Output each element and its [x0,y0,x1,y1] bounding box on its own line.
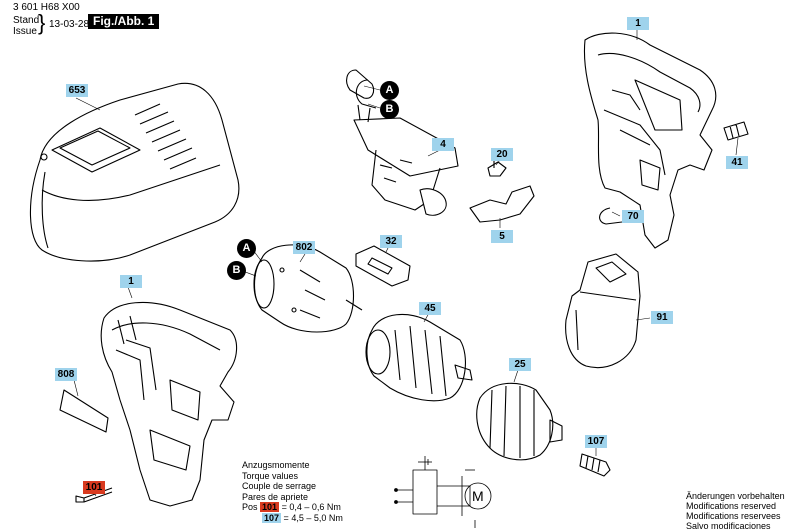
torque-eq: = [283,512,289,523]
issue-label: Issue [13,26,37,37]
callout-808: 808 [55,368,77,381]
motor-drawing [253,244,363,333]
label-808-drawing [59,389,109,433]
callout-70: 70 [622,210,644,223]
spring-70-drawing [599,207,623,225]
torque-row-107: 107 = 4,5 – 5,0 Nm [242,512,343,524]
callout-25: 25 [509,358,531,371]
torque-eq: = [281,502,287,512]
callout-5: 5 [491,230,513,243]
footer-line-fr: Modifications reservees [686,511,781,521]
callout-1-left: 1 [120,275,142,288]
torque-line-de: Anzugsmomente [242,460,310,470]
latch-20-drawing [487,160,507,177]
battery-drawing [565,253,641,368]
callout-32: 32 [380,235,402,248]
stand-label: Stand [13,15,40,26]
screw-107-drawing [579,453,611,477]
connector-a-motor: A [237,239,256,258]
figure-label: Fig./Abb. 1 [88,14,160,29]
connector-a-switch: A [380,81,399,100]
chuck-drawing [476,382,563,461]
slide-32-drawing [355,245,411,287]
connector-b-motor: B [227,261,246,280]
footer-line-de: Änderungen vorbehalten [686,491,785,501]
housing-half-left-drawing [100,301,238,507]
footer-line-es: Salvo modificaciones [686,521,771,531]
torque-pos-107: 107 [262,512,282,523]
callout-653: 653 [66,84,88,97]
callout-20: 20 [491,148,513,161]
modifications-note: Änderungen vorbehalten Modifications res… [686,491,785,531]
torque-line-fr: Couple de serrage [242,481,317,491]
housing-half-top-drawing [583,32,717,249]
issue-date: 13-03-28 [49,19,90,30]
gearbox-drawing [365,313,473,402]
charger-drawing [29,82,240,262]
torque-values: Anzugsmomente Torque values Couple de se… [242,460,343,523]
callout-107: 107 [585,435,607,448]
torque-pos-101: 101 [260,502,280,512]
direction-switch-5-drawing [469,185,535,223]
connector-b-switch: B [380,100,399,119]
callout-91: 91 [651,311,673,324]
callout-101: 101 [83,481,105,494]
torque-line-en: Torque values [242,470,299,481]
switch-drawing [346,69,459,216]
doc-number: 3 601 H68 X00 [13,2,80,13]
callout-1-top: 1 [627,17,649,30]
brace: } [38,10,46,35]
torque-line-es: Pares de apriete [242,491,309,502]
circuit-schematic [394,456,492,528]
callout-45: 45 [419,302,441,315]
callout-4: 4 [432,138,454,151]
torque-row-101: Pos 101 = 0,4 – 0,6 Nm [242,502,343,513]
pos-label: Pos [242,502,258,512]
clip-41-drawing [723,121,749,141]
footer-line-en: Modifications reserved [686,501,777,511]
callout-41: 41 [726,156,748,169]
torque-value-101: 0,4 – 0,6 Nm [289,502,341,512]
callout-802: 802 [293,241,315,254]
torque-value-107: 4,5 – 5,0 Nm [291,512,343,523]
motor-symbol: M [472,488,484,504]
